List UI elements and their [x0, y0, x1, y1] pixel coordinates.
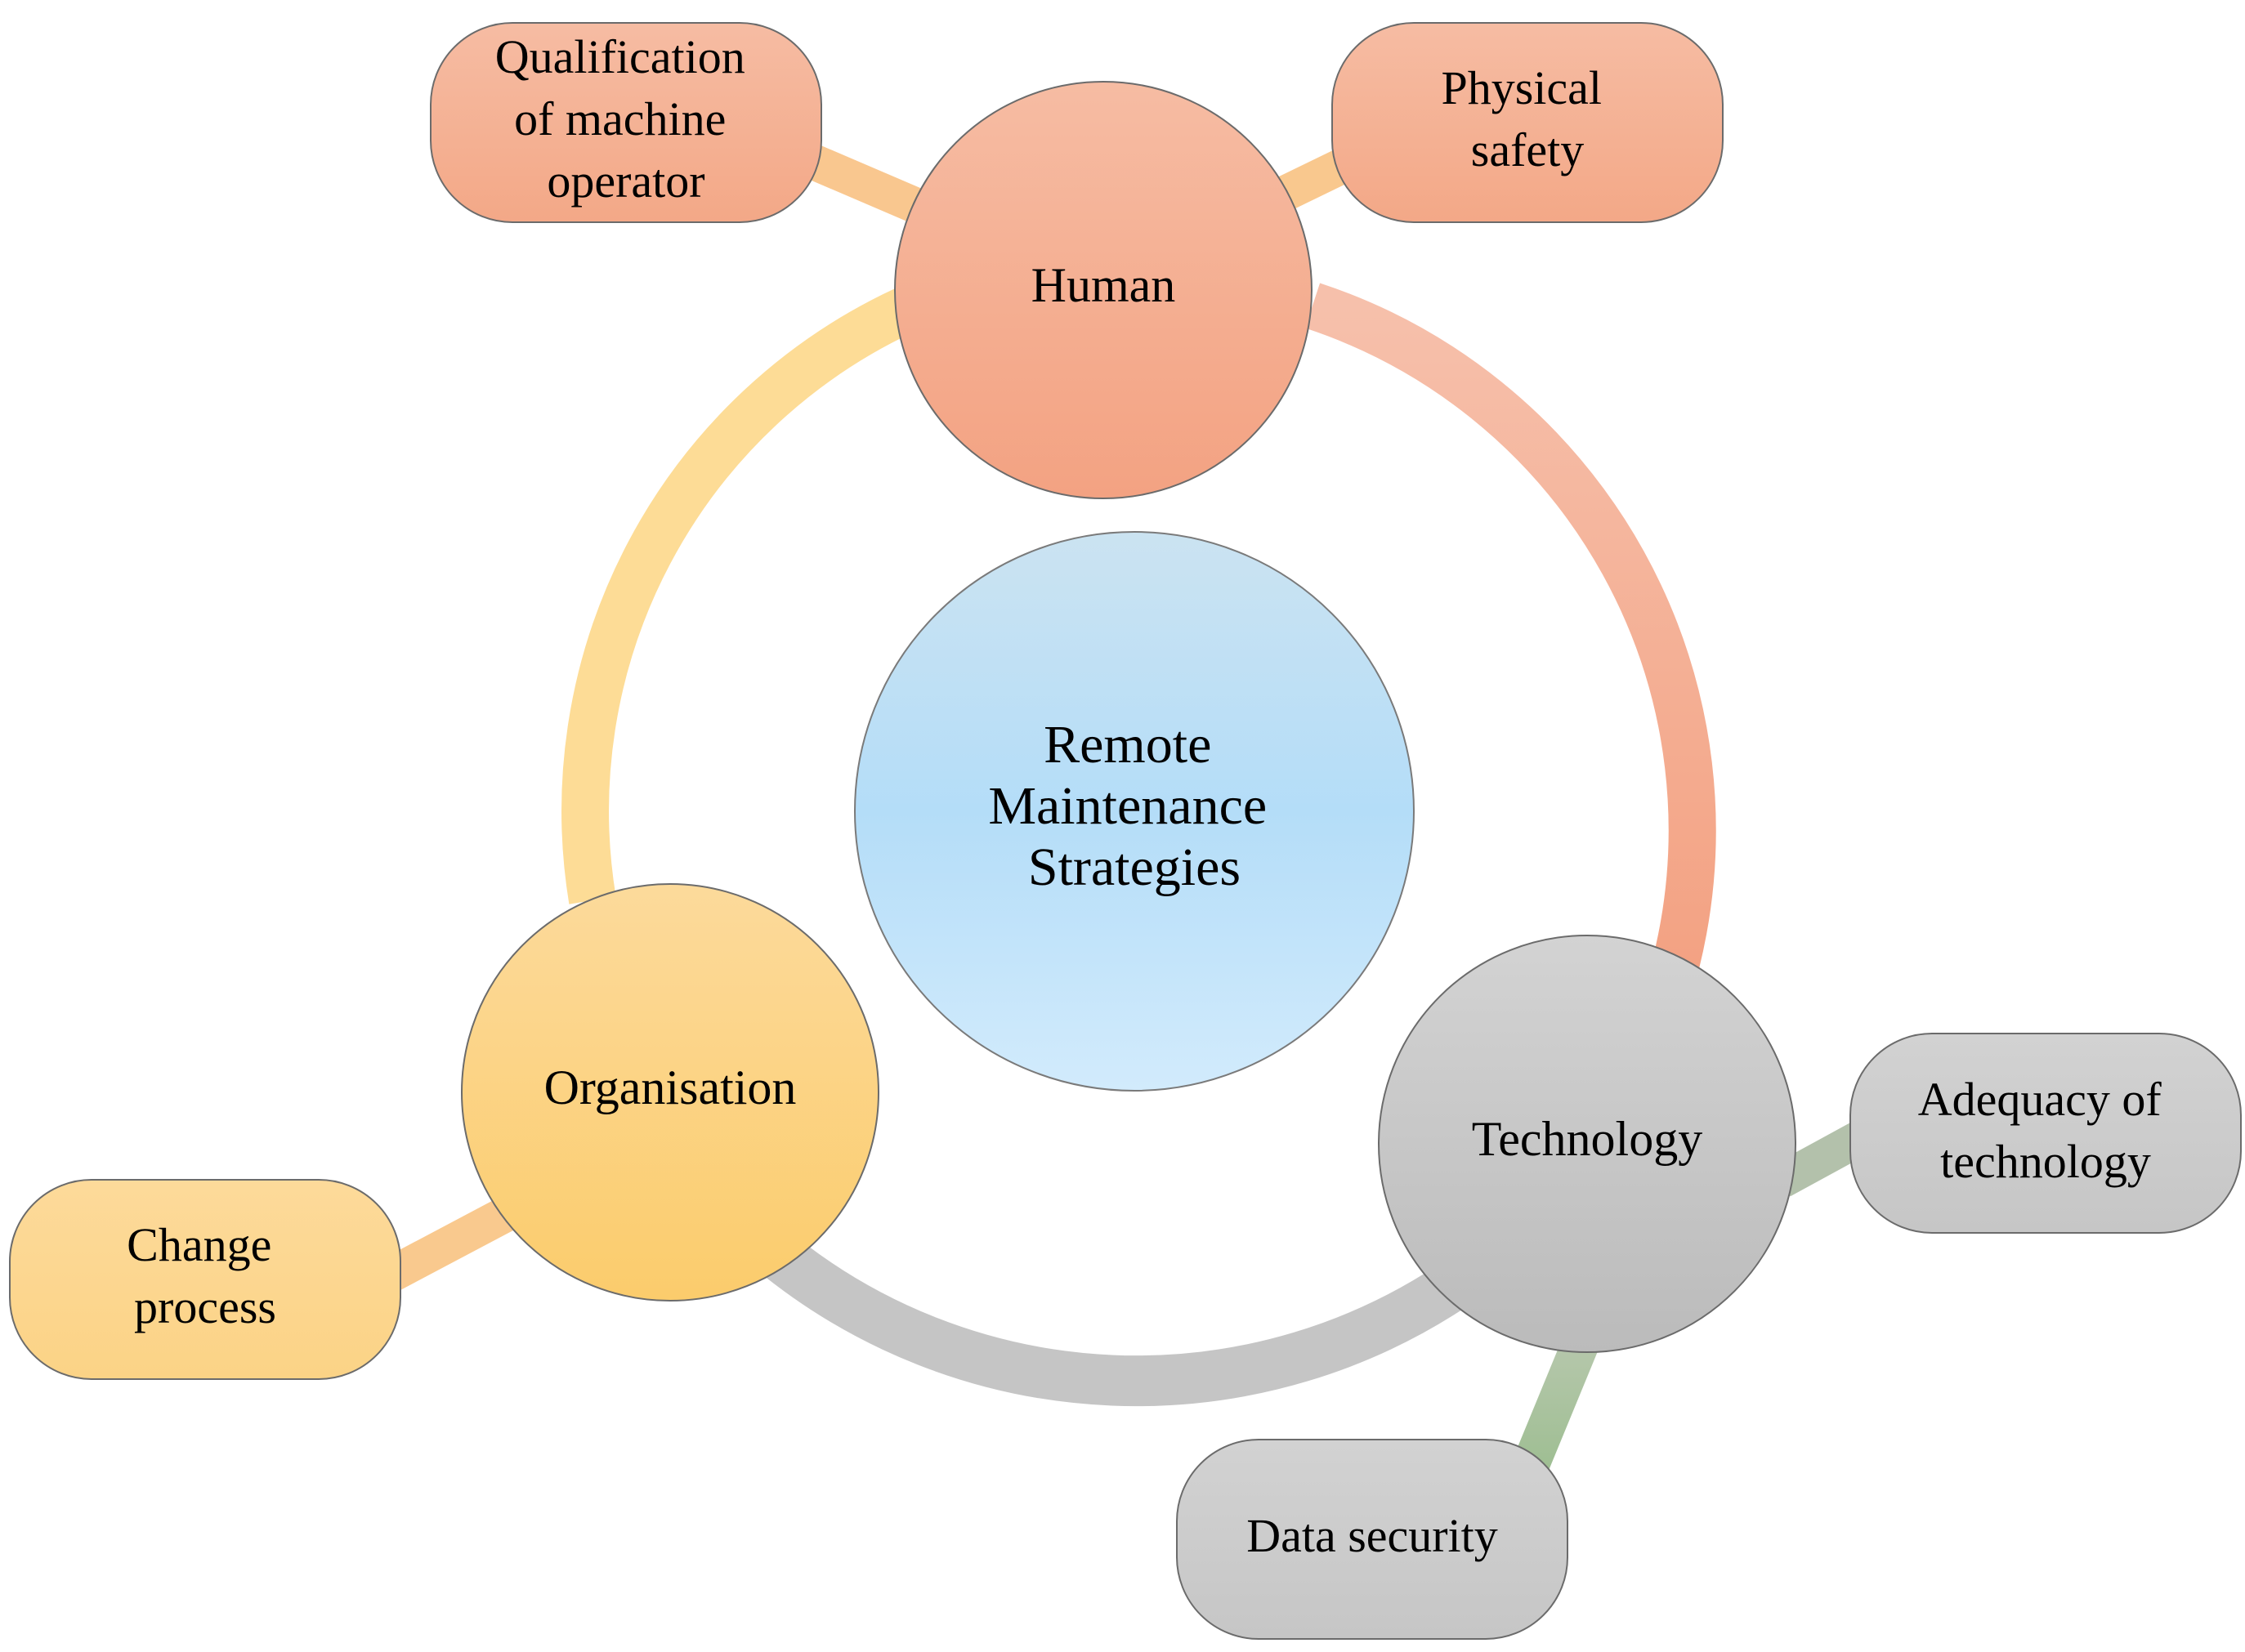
qualification-line-1: Qualification [495, 30, 745, 83]
svg-text:Adequacy of technology: Adequacy of technology [1918, 1073, 2173, 1188]
svg-text:Data security: Data security [1246, 1509, 1498, 1562]
pill-qualification: Qualification of machine operator [430, 22, 822, 223]
adequacy-line-2: technology [1940, 1135, 2151, 1188]
ring-arc-technology-organisation [756, 1230, 1478, 1407]
center-line-3: Strategies [1028, 837, 1241, 897]
svg-text:Physical safety: Physical safety [1441, 61, 1613, 176]
pill-physical-safety: Physical safety [1331, 22, 1724, 223]
circle-center: Remote Maintenance Strategies [854, 531, 1415, 1092]
svg-text:Remote Maintenance: Remote Maintenance Strategies [988, 715, 1280, 897]
center-line-2: Maintenance [988, 776, 1267, 836]
ring-arc-human-technology [1304, 283, 1716, 968]
pill-data-security: Data security [1176, 1439, 1568, 1640]
physical-safety-line-1: Physical [1441, 61, 1602, 114]
qualification-line-3: operator [547, 154, 704, 208]
svg-text:Change process: Change process [127, 1218, 284, 1333]
organisation-label: Organisation [544, 1060, 797, 1114]
svg-text:Qualification of machine: Qualification of machine operator [495, 30, 758, 208]
ring-arc-organisation-human [561, 288, 915, 904]
data-security-line-1: Data security [1246, 1509, 1498, 1562]
circle-organisation: Organisation [461, 883, 879, 1302]
technology-label: Technology [1472, 1112, 1702, 1166]
change-process-line-2: process [134, 1280, 276, 1333]
center-line-1: Remote [1044, 715, 1211, 775]
qualification-line-2: of machine [514, 92, 726, 145]
circle-human: Human [894, 81, 1313, 499]
physical-safety-line-2: safety [1471, 123, 1585, 176]
pill-adequacy: Adequacy of technology [1849, 1033, 2242, 1234]
change-process-line-1: Change [127, 1218, 271, 1271]
pill-change-process: Change process [9, 1179, 401, 1380]
adequacy-line-1: Adequacy of [1918, 1073, 2162, 1126]
human-label: Human [1031, 258, 1176, 312]
connector-data-security [1510, 1324, 1603, 1478]
circle-technology: Technology [1378, 935, 1796, 1353]
